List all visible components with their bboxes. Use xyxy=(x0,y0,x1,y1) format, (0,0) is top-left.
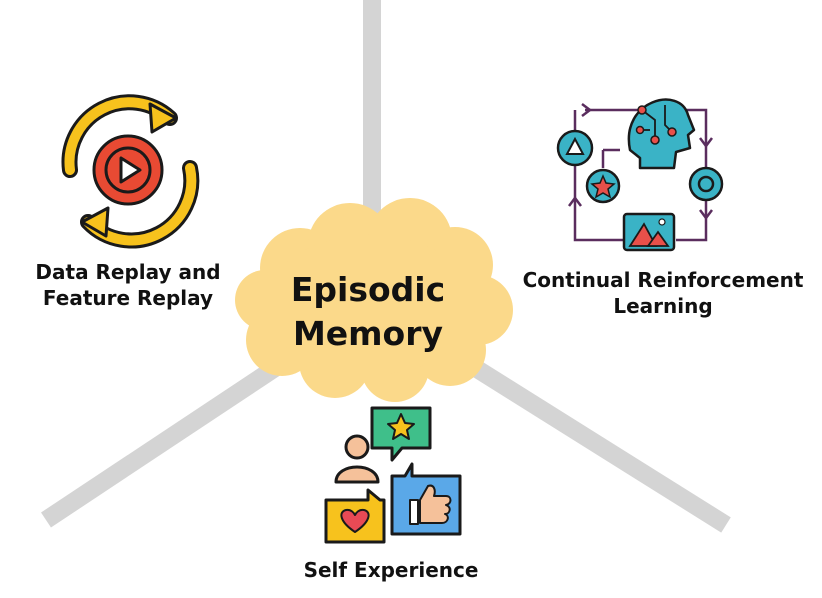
center-title-line2: Memory xyxy=(292,313,444,353)
label-continual-rl-line2: Learning xyxy=(613,293,713,318)
label-data-replay: Data Replay and Feature Replay xyxy=(18,260,238,311)
label-self-experience: Self Experience xyxy=(281,558,501,584)
label-continual-rl-line1: Continual Reinforcement xyxy=(522,268,804,292)
label-self-experience-line1: Self Experience xyxy=(303,558,479,582)
label-continual-rl: Continual Reinforcement Learning xyxy=(518,268,808,319)
label-data-replay-line1: Data Replay and xyxy=(35,260,221,284)
center-title: Episodic Memory xyxy=(268,268,468,355)
center-title-line1: Episodic xyxy=(290,270,446,309)
label-data-replay-line2: Feature Replay xyxy=(42,285,214,310)
